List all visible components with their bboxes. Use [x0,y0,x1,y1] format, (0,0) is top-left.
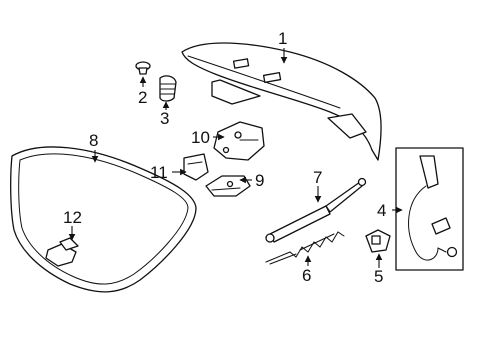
callout-7: 7 [313,168,322,187]
latch-part [205,175,251,197]
callout-4: 4 [377,201,386,220]
callout-8: 8 [89,131,98,150]
release-cable-group [395,147,464,271]
spring-part [265,231,345,265]
callout-1: 1 [278,29,287,48]
clip-bracket [365,229,391,253]
weatherstrip [10,146,197,293]
callout-5: 5 [374,267,383,286]
hinge-bracket [213,121,265,161]
callout-10: 10 [191,128,210,147]
leaders [68,48,403,268]
callout-2: 2 [138,88,147,107]
trunk-lid [181,42,382,161]
callout-11: 11 [150,163,168,182]
gas-strut [265,177,367,243]
clip-part [135,61,151,75]
emblem-part [45,237,79,267]
callout-9: 9 [255,171,264,190]
callout-3: 3 [160,109,169,128]
callout-6: 6 [302,266,311,285]
striker-part [183,153,209,181]
bumper-part [159,75,177,102]
callout-12: 12 [63,208,82,227]
